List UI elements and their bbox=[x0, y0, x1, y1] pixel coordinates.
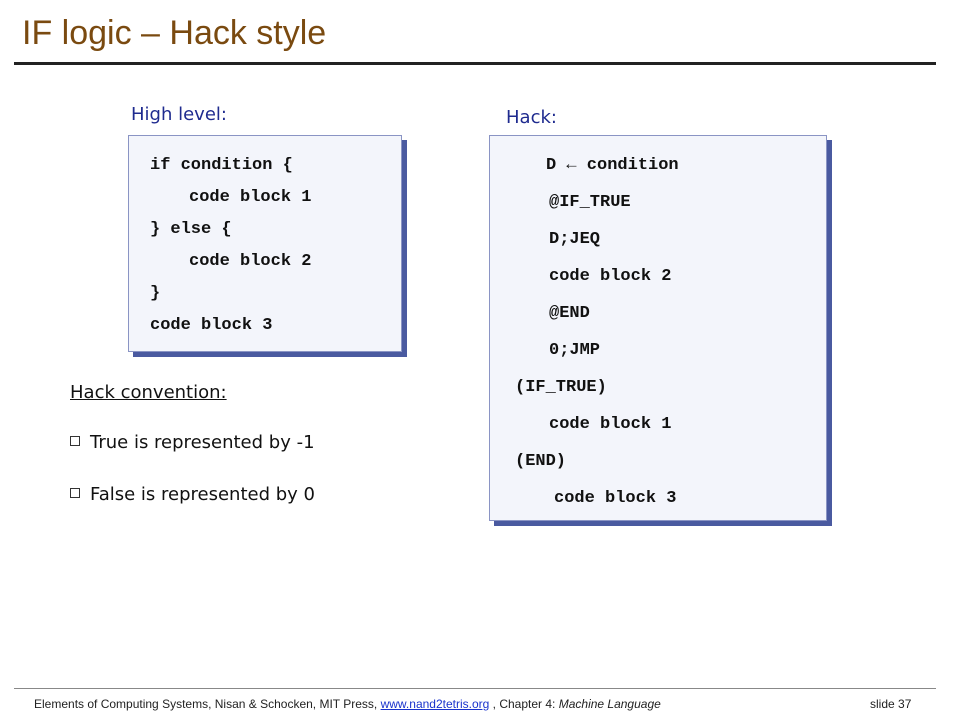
convention-item-text: True is represented by -1 bbox=[90, 432, 315, 453]
footer-divider bbox=[14, 688, 936, 689]
footer-citation: Elements of Computing Systems, Nisan & S… bbox=[34, 697, 661, 711]
convention-item-text: False is represented by 0 bbox=[90, 484, 315, 505]
code-line: code block 1 bbox=[549, 415, 672, 434]
high-level-code-box: if condition { code block 1 } else { cod… bbox=[128, 135, 402, 352]
title-divider bbox=[14, 62, 936, 65]
code-line: } else { bbox=[150, 220, 232, 239]
high-level-label: High level: bbox=[131, 104, 227, 125]
slide-number: slide 37 bbox=[870, 697, 912, 711]
footer-chapter-title: Machine Language bbox=[558, 697, 661, 711]
footer-prefix: Elements of Computing Systems, Nisan & S… bbox=[34, 697, 378, 711]
square-bullet-icon bbox=[70, 436, 80, 446]
code-line: 0;JMP bbox=[549, 341, 601, 360]
hack-code-box: D ← condition @IF_TRUE D;JEQ code block … bbox=[489, 135, 827, 521]
square-bullet-icon bbox=[70, 488, 80, 498]
code-line: code block 3 bbox=[150, 316, 273, 335]
footer-chapter-prefix: , Chapter 4: bbox=[492, 697, 556, 711]
footer-link[interactable]: www.nand2tetris.org bbox=[380, 697, 490, 711]
code-line: code block 1 bbox=[189, 188, 312, 207]
convention-item: True is represented by -1 bbox=[70, 432, 315, 453]
code-line: D ← condition bbox=[546, 156, 679, 175]
code-line: @END bbox=[549, 304, 590, 323]
code-line: @IF_TRUE bbox=[549, 193, 631, 212]
code-line: if condition { bbox=[150, 156, 293, 175]
convention-item: False is represented by 0 bbox=[70, 484, 315, 505]
code-line: D;JEQ bbox=[549, 230, 601, 249]
code-line: code block 3 bbox=[554, 489, 677, 508]
convention-heading: Hack convention: bbox=[70, 382, 227, 403]
hack-label: Hack: bbox=[506, 107, 557, 128]
code-line: code block 2 bbox=[549, 267, 672, 286]
code-line: } bbox=[150, 284, 161, 303]
code-line: (END) bbox=[515, 452, 567, 471]
code-line: code block 2 bbox=[189, 252, 312, 271]
code-line: (IF_TRUE) bbox=[515, 378, 607, 397]
slide-title: IF logic – Hack style bbox=[22, 14, 327, 52]
